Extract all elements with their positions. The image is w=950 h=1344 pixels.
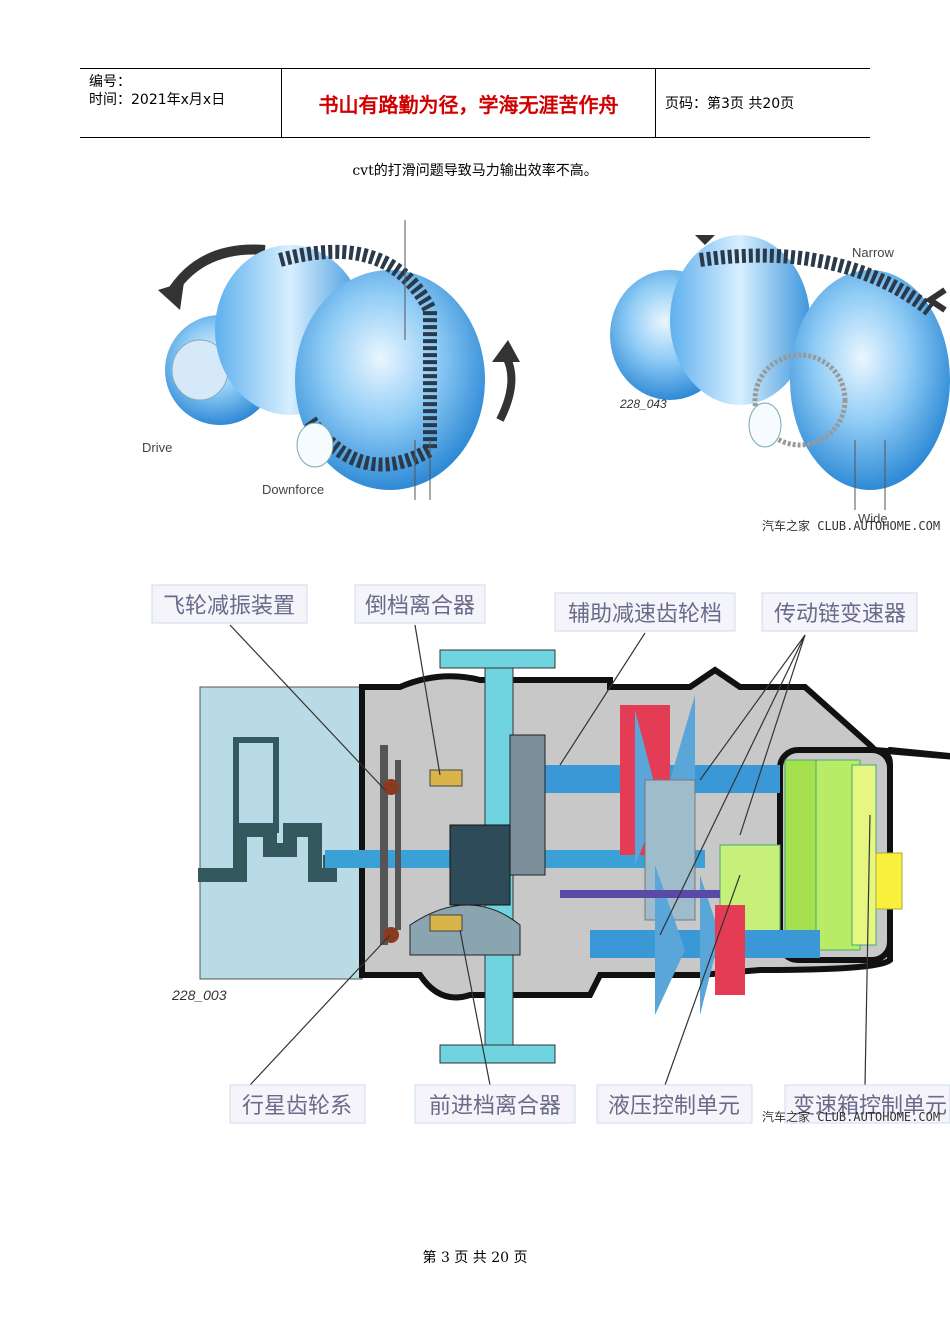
label-boxes-bottom: 行星齿轮系 前进档离合器 液压控制单元 变速箱控制单元 <box>229 1084 950 1124</box>
left-pulley-assembly: Drive Downforce <box>142 220 520 500</box>
leader-lines <box>229 624 871 1086</box>
planetary-gear-set <box>449 824 511 906</box>
forward-clutch-pack <box>429 914 463 932</box>
flywheel-damper-plate <box>395 760 401 930</box>
oil-pump-shaft <box>560 890 720 898</box>
page-label: 页码：第3页 共20页 <box>665 96 795 112</box>
drive-pulley-cone <box>670 235 810 405</box>
label-narrow: Narrow <box>852 245 895 260</box>
time-label: 时间：2021年x月x日 <box>89 92 226 108</box>
crankshaft <box>198 823 337 882</box>
label-downforce: Downforce <box>262 482 324 497</box>
axle-flange-top <box>439 649 556 669</box>
driven-pulley <box>295 270 485 490</box>
arrow-head-top <box>695 235 715 245</box>
label-aux-reduction-gear: 辅助减速齿轮档 <box>568 602 722 627</box>
header-left-cell: 编号： 时间：2021年x月x日 <box>80 69 280 137</box>
arrow-head-right <box>492 340 520 362</box>
label-reverse-clutch: 倒档离合器 <box>365 594 475 619</box>
label-planetary-gear: 行星齿轮系 <box>242 1094 352 1119</box>
chain-section <box>644 779 696 921</box>
downforce-gear <box>748 402 782 448</box>
label-drive: Drive <box>142 440 172 455</box>
figure-code: 228_003 <box>171 987 227 1003</box>
label-boxes-top: 飞轮减振装置 倒档离合器 辅助减速齿轮档 传动链变速器 <box>151 584 918 632</box>
control-unit-connector <box>875 852 903 910</box>
cvt-pulley-figure: Drive Downforce Narrow Wide 228_043 汽车之家… <box>142 220 950 533</box>
number-label: 编号： <box>89 74 131 90</box>
secondary-sheave-right <box>700 875 720 1015</box>
label-wide: Wide <box>858 511 888 526</box>
caption: cvt的打滑问题导致马力输出效率不高。 <box>352 163 598 179</box>
drive-chain <box>699 248 935 316</box>
cvt-cutaway-figure: 飞轮减振装置 倒档离合器 辅助减速齿轮档 传动链变速器 <box>151 584 950 1124</box>
rotation-arrow-right <box>496 352 516 422</box>
motto: 书山有路勤为径，学海无涯苦作舟 <box>281 69 656 137</box>
secondary-pulley-piston <box>715 905 745 995</box>
page-footer: 第 3 页 共 20 页 <box>422 1250 528 1266</box>
right-pulley-assembly: Narrow Wide 228_043 <box>610 235 950 526</box>
label-flywheel-damper: 飞轮减振装置 <box>163 594 295 619</box>
chain-loop <box>752 352 848 448</box>
label-forward-clutch: 前进档离合器 <box>429 1094 561 1119</box>
engine-block <box>199 686 363 980</box>
drive-chain <box>278 244 437 472</box>
arrow-head-left <box>158 282 184 310</box>
watermark: 汽车之家 CLUB.AUTOHOME.COM <box>762 1109 940 1124</box>
label-hydraulic-unit: 液压控制单元 <box>608 1094 740 1119</box>
control-unit-block <box>851 764 877 946</box>
label-chain-variator: 传动链变速器 <box>774 602 906 627</box>
arrow-head-right <box>924 287 947 313</box>
label-gearbox-control-unit: 变速箱控制单元 <box>793 1094 947 1119</box>
driven-pulley <box>790 270 950 490</box>
piston <box>233 737 279 833</box>
header-table: 编号： 时间：2021年x月x日 书山有路勤为径，学海无涯苦作舟 页码：第3页 … <box>80 68 870 138</box>
figure-code: 228_043 <box>619 397 667 411</box>
reverse-clutch-pack <box>429 769 463 787</box>
reduction-gear <box>509 734 546 876</box>
downforce-gear <box>296 422 334 468</box>
damper-spring <box>383 779 399 795</box>
flywheel <box>380 745 388 945</box>
axle-flange-bottom <box>439 1044 556 1064</box>
watermark: 汽车之家 CLUB.AUTOHOME.COM <box>762 518 940 533</box>
secondary-sheave-left <box>655 865 685 1015</box>
